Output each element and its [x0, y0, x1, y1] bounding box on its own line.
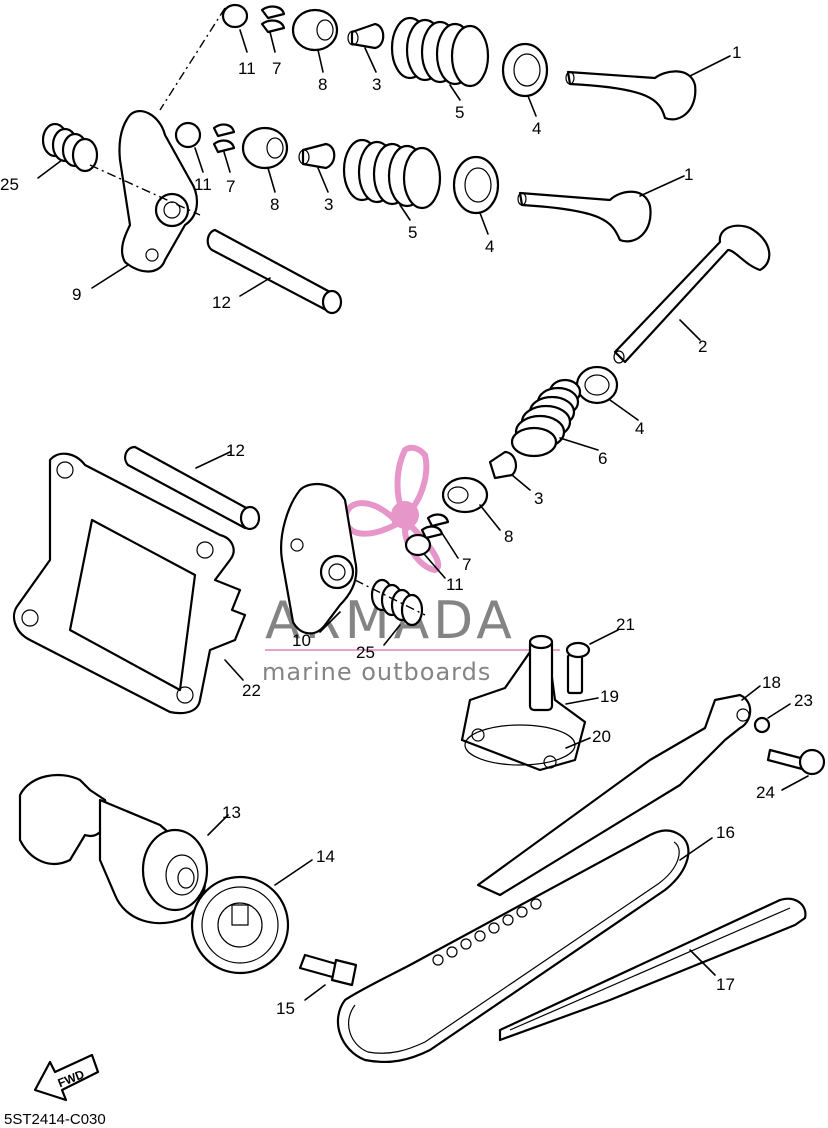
- tensioner-assembly: [460, 634, 591, 772]
- mid-valve-assembly: [41, 110, 652, 315]
- callout-13: 13: [222, 803, 241, 822]
- part-19-tensioner: [460, 634, 587, 772]
- part-11-cap-mid: [174, 121, 202, 149]
- part-7-keeper-mid: [212, 123, 236, 154]
- callout-25-top: 25: [0, 175, 19, 194]
- callout-7-mid: 7: [226, 177, 235, 196]
- part-3-seal-low: [488, 450, 518, 480]
- callout-1-mid: 1: [684, 165, 693, 184]
- part-18-tensioner-guide: [476, 693, 752, 897]
- camshaft-assembly: [18, 773, 358, 987]
- part-7-keeper-low: [420, 513, 450, 540]
- callout-7-top: 7: [272, 59, 281, 78]
- part-5-spring-top: [390, 16, 490, 88]
- callout-labels: 11 7 8 3 5 4 1 11 7 8 3 5 4 1 25 9 12 2 …: [0, 43, 813, 1018]
- callout-5-mid: 5: [408, 223, 417, 242]
- callout-4-top: 4: [532, 119, 541, 138]
- callout-12-low: 12: [226, 441, 245, 460]
- callout-8-top: 8: [318, 75, 327, 94]
- callout-3-mid: 3: [324, 195, 333, 214]
- callout-2: 2: [698, 337, 707, 356]
- part-1-valve-top: [565, 70, 697, 121]
- part-22-gasket: [12, 452, 247, 715]
- callout-1-top: 1: [732, 43, 741, 62]
- callout-23: 23: [794, 691, 813, 710]
- top-valve-assembly: [159, 3, 697, 121]
- callout-18: 18: [762, 673, 781, 692]
- part-13-camshaft: [18, 773, 209, 925]
- callout-15-label: 15: [276, 999, 295, 1018]
- part-15-bolt: [298, 953, 358, 987]
- watermark-tagline: marine outboards: [262, 658, 491, 686]
- part-8-retainer-top: [291, 8, 339, 52]
- part-23-washer: [753, 716, 771, 734]
- part-1-valve-mid: [517, 190, 652, 243]
- part-12-shaft-top: [206, 228, 343, 315]
- callout-24: 24: [756, 783, 775, 802]
- part-4-seat-top: [501, 42, 549, 98]
- callout-8-low-label: 8: [504, 527, 513, 546]
- part-25-spring-low: [370, 578, 424, 627]
- part-14-sprocket: [190, 875, 290, 975]
- part-4-seat-low: [575, 365, 619, 405]
- part-9-rocker-arm: [118, 110, 198, 273]
- callout-14: 14: [316, 847, 335, 866]
- callout-3-low: 3: [534, 489, 543, 508]
- part-24-bolt: [766, 748, 826, 776]
- part-8-retainer-mid: [241, 126, 289, 170]
- part-3-seal-top: [347, 22, 385, 50]
- part-3-seal-mid: [298, 142, 336, 170]
- part-7-keeper-top: [260, 5, 286, 34]
- callout-4-mid: 4: [485, 237, 494, 256]
- leader-lines: [37, 29, 809, 1001]
- part-16-cam-chain: [336, 829, 690, 1064]
- part-6-spring: [510, 378, 582, 458]
- part-21-bolt: [565, 641, 591, 695]
- gasket-and-shaft: [12, 445, 261, 715]
- exhaust-valve-assembly: [404, 224, 771, 557]
- callout-3-top: 3: [372, 75, 381, 94]
- callout-9: 9: [72, 285, 81, 304]
- callout-7-low-label: 7: [462, 555, 471, 574]
- part-11-cap-low: [404, 533, 432, 557]
- part-5-spring-mid: [342, 138, 442, 210]
- part-4-seat-mid: [452, 155, 500, 215]
- callout-16: 16: [716, 823, 735, 842]
- diagram-code: 5ST2414-C030: [4, 1111, 106, 1128]
- callout-4-low: 4: [635, 419, 644, 438]
- callout-6: 6: [598, 449, 607, 468]
- callout-25-low: 25: [356, 643, 375, 662]
- callout-8-mid: 8: [270, 195, 279, 214]
- part-8-retainer-low: [441, 476, 489, 514]
- callout-11-mid: 11: [194, 175, 212, 194]
- callout-11-top: 11: [238, 59, 256, 78]
- callout-17: 17: [716, 975, 735, 994]
- callout-12-top: 12: [212, 293, 231, 312]
- callout-19: 19: [600, 687, 619, 706]
- callout-5-top: 5: [455, 103, 464, 122]
- part-11-cap-top: [221, 3, 249, 29]
- part-10-rocker-arm: [280, 482, 358, 635]
- chain-guide-assembly: [476, 693, 826, 897]
- chain-links: [432, 898, 542, 966]
- rocker-arm-lower: [280, 482, 426, 635]
- callout-20: 20: [592, 727, 611, 746]
- callout-22: 22: [242, 681, 261, 700]
- cam-chain-assembly: [336, 829, 807, 1064]
- part-25-spring-top: [41, 122, 99, 173]
- callout-10: 10: [292, 631, 311, 650]
- callout-11-low: 11: [446, 575, 464, 594]
- fwd-arrow-icon: FWD: [33, 1053, 100, 1102]
- part-12-shaft-low: [124, 445, 261, 531]
- callout-21: 21: [616, 615, 635, 634]
- part-2-valve: [613, 224, 771, 364]
